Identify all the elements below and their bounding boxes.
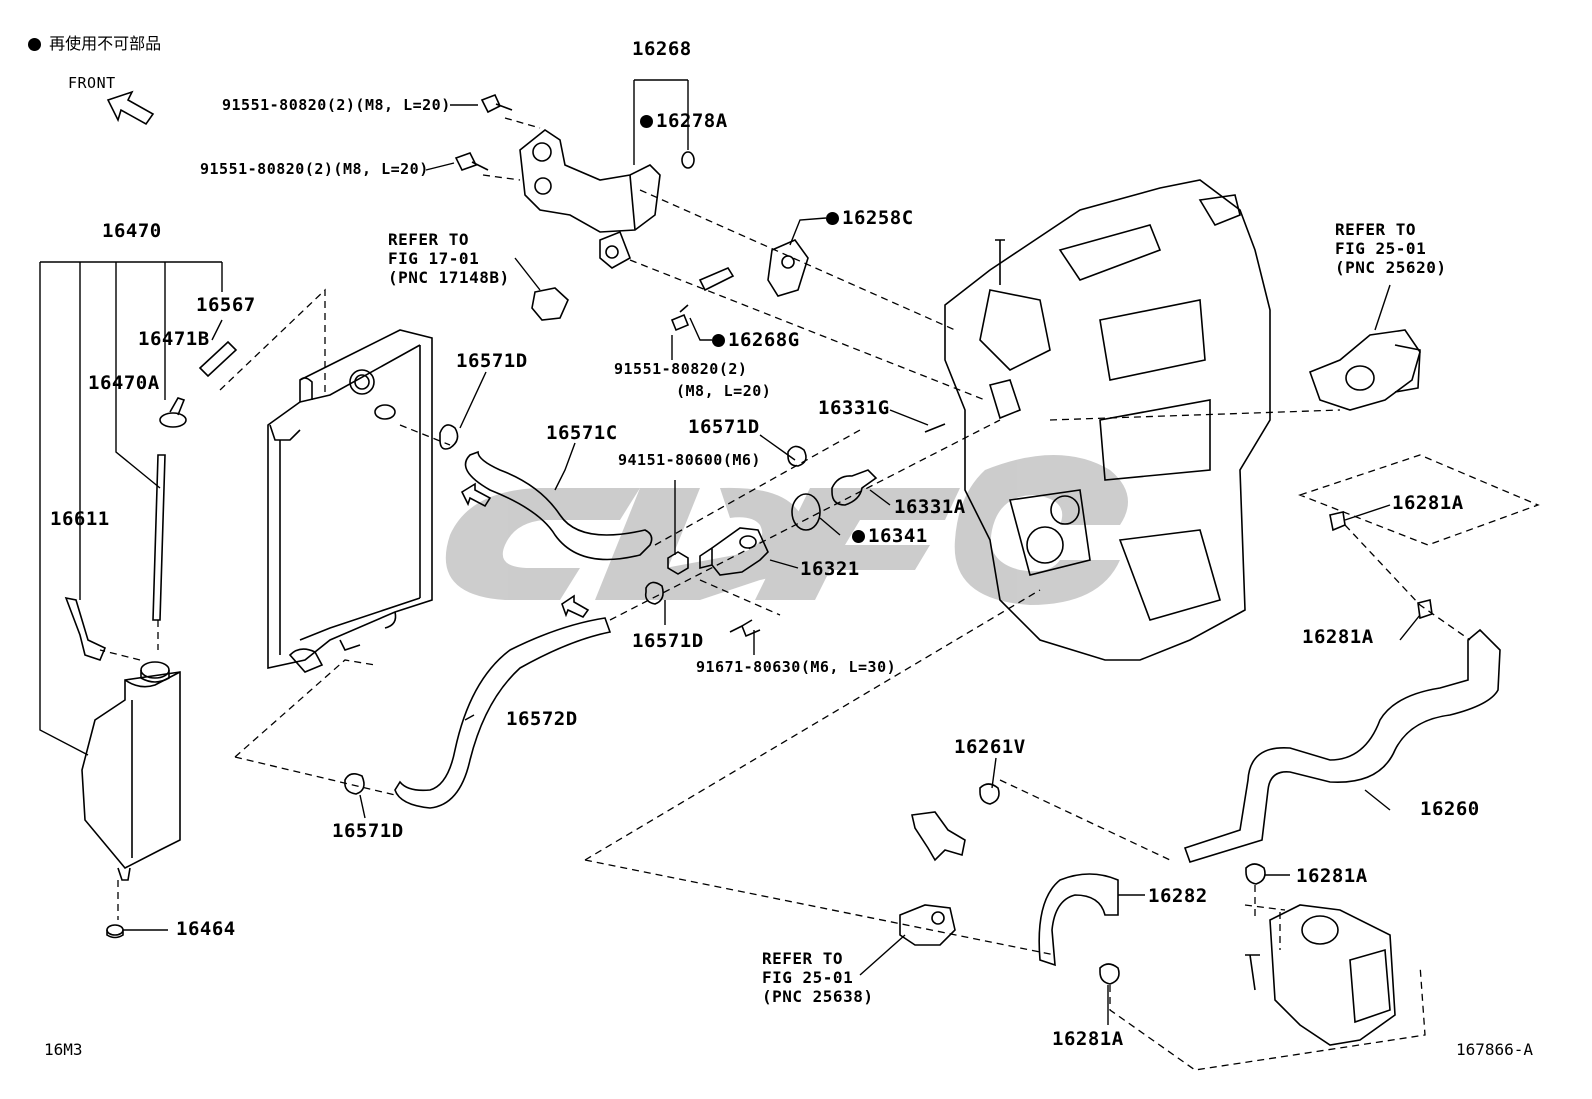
part-label: 16331A [894, 496, 966, 518]
part-label: 16282 [1148, 885, 1208, 907]
legend: 再使用不可部品 [28, 30, 161, 54]
throttle-body-lower [1245, 904, 1396, 1046]
part-label: 16258C [826, 209, 914, 228]
part-label: 16571D [332, 820, 404, 842]
part-label: 16268G [712, 331, 800, 350]
reference-note: REFER TO FIG 17-01 (PNC 17148B) [388, 230, 510, 287]
bolt-label: 91671-80630(M6, L=30) [696, 658, 897, 676]
lower-hose [394, 617, 612, 809]
assembly-lines [99, 117, 1540, 1071]
part-label: 16281A [1052, 1028, 1124, 1050]
gasket-ring [791, 493, 821, 531]
reference-note: REFER TO FIG 25-01 (PNC 25620) [1335, 220, 1447, 277]
leader-lines [39, 79, 1421, 1025]
bolt-label: (M8, L=20) [676, 382, 772, 400]
part-label: 16611 [50, 508, 110, 530]
part-label: 16260 [1420, 798, 1480, 820]
figure-number: 167866-A [1456, 1040, 1534, 1059]
engine-block [944, 179, 1271, 661]
part-label: 16571D [456, 350, 528, 372]
part-label: 16470 [102, 220, 162, 242]
drain-plug [106, 924, 124, 939]
thermostat-housing [699, 527, 769, 576]
bolt-label: 91551-80820(2) [614, 360, 748, 378]
part-label: 16470A [88, 372, 160, 394]
non-reusable-dot-icon [640, 115, 653, 128]
water-bypass-fitting [911, 811, 966, 862]
reservoir-tank [64, 596, 181, 881]
non-reusable-dot-icon [712, 334, 725, 347]
reference-note: REFER TO FIG 25-01 (PNC 25638) [762, 949, 874, 1006]
bolt [729, 619, 761, 638]
non-reusable-dot-icon [852, 530, 865, 543]
part-label: 16268 [632, 38, 692, 60]
part-label: 16331G [818, 397, 890, 419]
part-label: 16471B [138, 328, 210, 350]
front-arrow-icon [106, 90, 155, 126]
water-outlet [519, 129, 661, 269]
stud [924, 423, 946, 433]
page-code: 16M3 [44, 1040, 83, 1059]
part-label: 16281A [1302, 626, 1374, 648]
part-label: 16281A [1392, 492, 1464, 514]
radiator-cap [159, 397, 187, 428]
part-label: 16341 [852, 527, 928, 546]
part-label: 16281A [1296, 865, 1368, 887]
front-label: FRONT [68, 74, 116, 92]
part-label: 16321 [800, 558, 860, 580]
gasket-ref [531, 287, 569, 321]
bolt-label: 91551-80820(2)(M8, L=20) [200, 160, 429, 178]
o-ring [681, 151, 695, 169]
part-label: 16278A [640, 112, 728, 131]
part-label: 16571D [688, 416, 760, 438]
throttle-body [1308, 329, 1421, 411]
part-label: 16571C [546, 422, 618, 444]
heater-pipe [1183, 628, 1501, 863]
bolt-label: 91551-80820(2)(M8, L=20) [222, 96, 451, 114]
gasket [767, 239, 809, 297]
thermostat [831, 469, 878, 506]
gasket-small [698, 266, 735, 292]
bolt-label: 94151-80600(M6) [618, 451, 761, 469]
non-reusable-dot-icon [28, 38, 41, 51]
upper-hose [464, 450, 653, 561]
part-label: 16464 [176, 918, 236, 940]
heater-hose [1038, 873, 1119, 967]
flow-arrow-icon [460, 482, 590, 619]
bolts [454, 93, 690, 332]
part-label: 16572D [506, 708, 578, 730]
small-hose [198, 340, 238, 378]
part-label: 16567 [196, 294, 256, 316]
legend-text: 再使用不可部品 [49, 34, 162, 53]
non-reusable-dot-icon [826, 212, 839, 225]
watermark-logo [445, 455, 1128, 605]
overflow-tube [152, 454, 166, 621]
nut [667, 551, 689, 575]
part-label: 16571D [632, 630, 704, 652]
part-label: 16261V [954, 736, 1026, 758]
radiator [267, 329, 433, 673]
